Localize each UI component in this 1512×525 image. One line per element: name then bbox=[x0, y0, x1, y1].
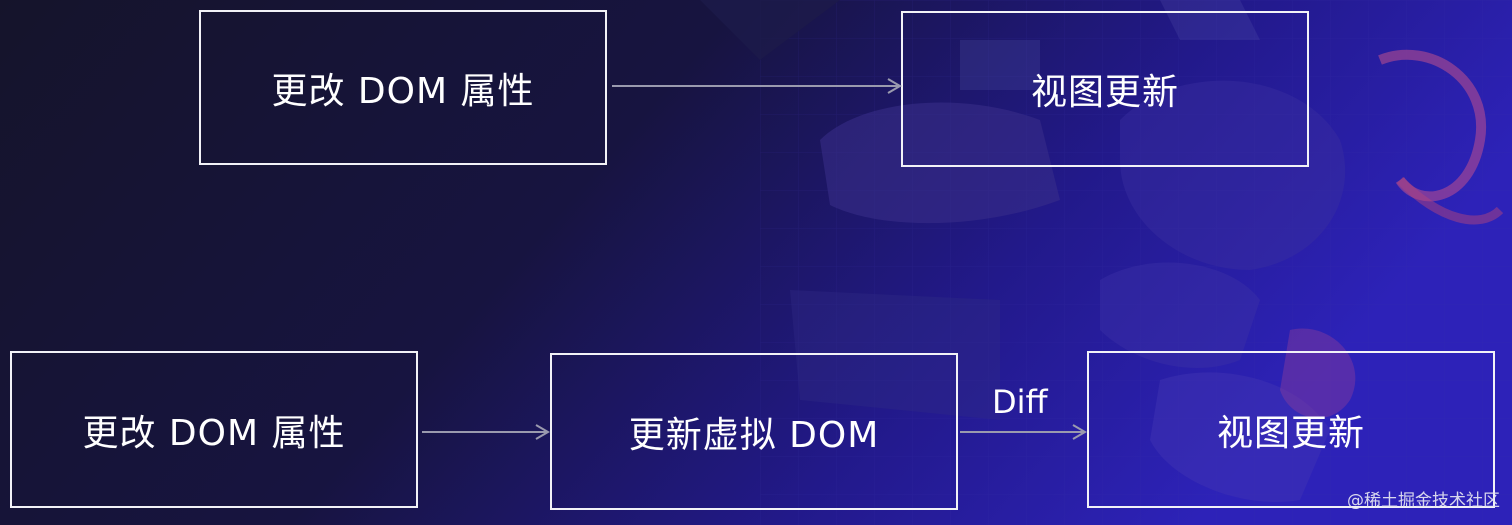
top-source-box: 更改 DOM 属性 bbox=[199, 10, 607, 165]
bottom-source-label: 更改 DOM 属性 bbox=[82, 412, 346, 454]
bottom-source-box: 更改 DOM 属性 bbox=[10, 351, 418, 508]
bottom-target-box: 视图更新 bbox=[1087, 351, 1495, 508]
bottom-middle-box: 更新虚拟 DOM bbox=[550, 353, 958, 510]
top-target-label: 视图更新 bbox=[1030, 72, 1179, 113]
top-source-label: 更改 DOM 属性 bbox=[271, 70, 535, 112]
watermark-text: @稀土掘金技术社区 bbox=[1347, 491, 1500, 511]
bottom-target-label: 视图更新 bbox=[1216, 412, 1365, 454]
diff-label: Diff bbox=[992, 383, 1048, 421]
bottom-middle-label: 更新虚拟 DOM bbox=[628, 414, 880, 456]
top-target-box: 视图更新 bbox=[901, 11, 1309, 167]
